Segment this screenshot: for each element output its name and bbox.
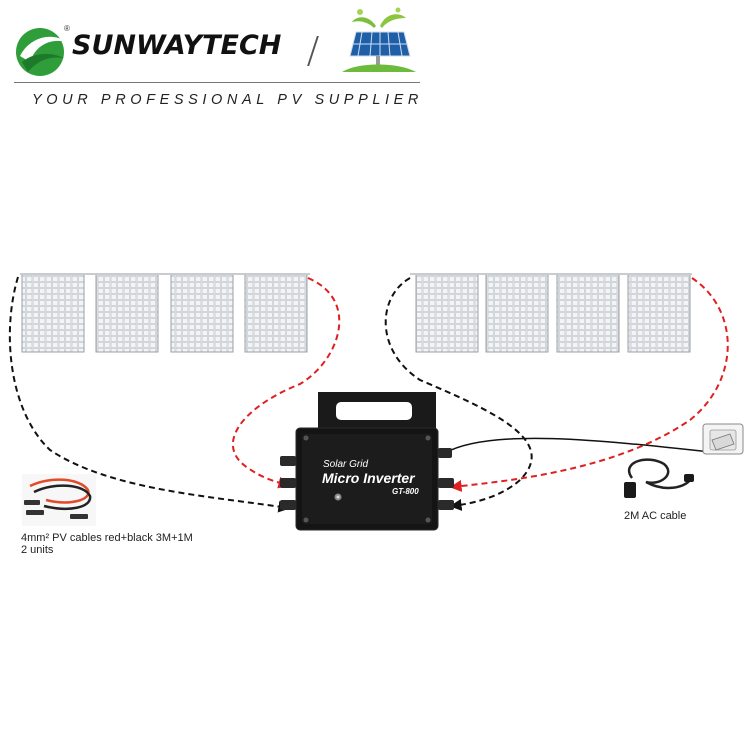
- brand-name: SUNWAYTECH: [72, 30, 282, 61]
- positive-cable-left: [231, 277, 341, 489]
- solar-panel: [415, 273, 479, 353]
- pv-cables-label: 4mm² PV cables red+black 3M+1M 2 units: [21, 532, 193, 556]
- left-panel-group: [20, 273, 310, 353]
- inverter-model: GT-800: [392, 487, 419, 496]
- solar-panel: [95, 273, 159, 353]
- solar-panel: [21, 273, 85, 353]
- pv-cables-label-line2: 2 units: [21, 544, 54, 556]
- pv-cables-label-line1: 4mm² PV cables red+black 3M+1M: [21, 532, 193, 544]
- ac-cable-label: 2M AC cable: [624, 510, 687, 522]
- tagline: YOUR PROFESSIONAL PV SUPPLIER: [32, 92, 423, 108]
- inverter-line2: Micro Inverter: [322, 470, 416, 486]
- solar-panel: [556, 273, 620, 353]
- inverter-line1: Solar Grid: [323, 459, 368, 470]
- solar-panel-sprout-icon: [342, 7, 416, 72]
- registered-mark: ®: [64, 24, 70, 33]
- solar-panel: [244, 273, 308, 353]
- wall-socket: [702, 423, 744, 455]
- header: ® SUNWAYTECH YOUR PROFESSIONAL PV SUPPLI…: [0, 0, 750, 115]
- negative-cable-right: [384, 277, 533, 511]
- pv-cables-photo: [22, 474, 96, 526]
- negative-cable-left: [8, 276, 291, 513]
- solar-panel: [170, 273, 234, 353]
- solar-panel: [485, 273, 549, 353]
- solar-panel: [627, 273, 691, 353]
- right-panel-group: [410, 273, 692, 353]
- ac-output-cable: [444, 437, 711, 454]
- header-rule: [14, 82, 420, 83]
- ac-cable-photo: [624, 458, 694, 498]
- positive-cable-right: [449, 277, 729, 492]
- swoosh-logo-icon: [16, 28, 66, 76]
- micro-inverter: Solar Grid Micro Inverter GT-800: [280, 392, 454, 531]
